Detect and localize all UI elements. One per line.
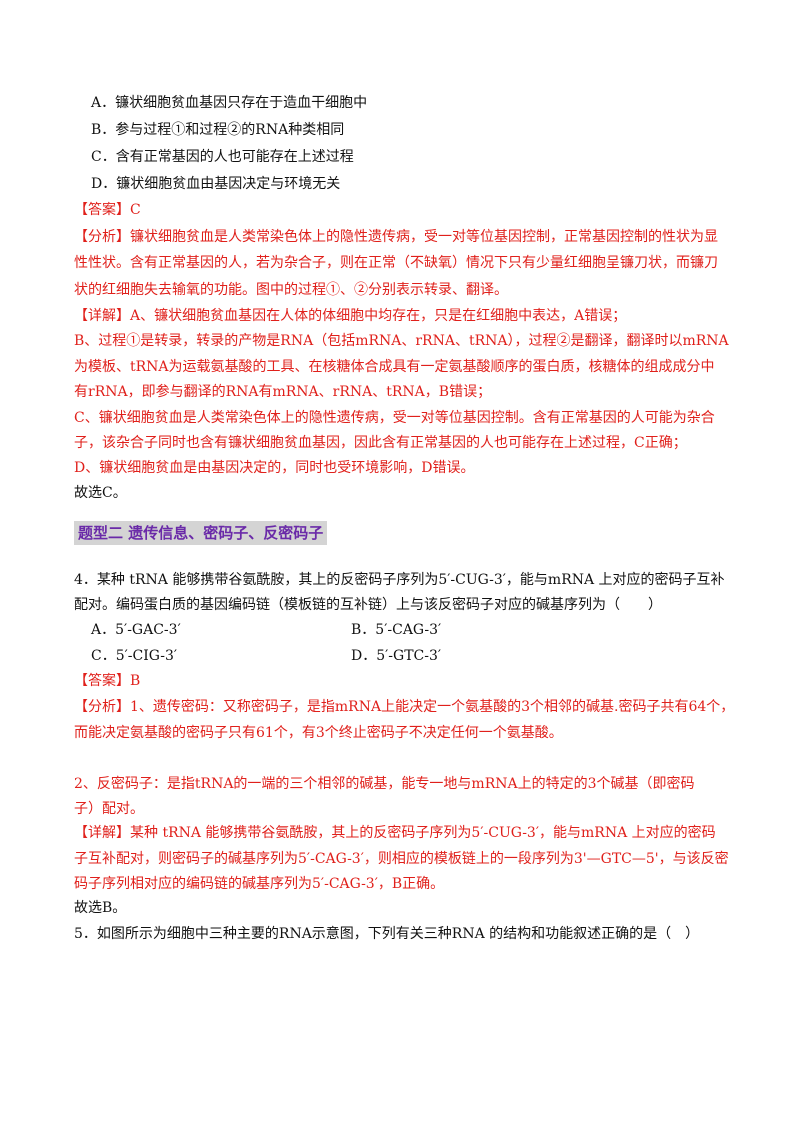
answer-tag: 【答案】 <box>74 673 130 689</box>
q3-detail-line-5: C、镰状细胞贫血是人类常染色体上的隐性遗传病，受一对等位基因控制。含有正常基因的… <box>74 410 715 426</box>
detail-tag: 【详解】 <box>74 825 130 841</box>
detail-text: A、镰状细胞贫血基因在人体的体细胞中均存在，只是在红细胞中表达，A错误； <box>130 308 627 324</box>
q4-answer: 【答案】B <box>74 671 140 691</box>
analysis-text: 1、遗传密码：又称密码子，是指mRNA上能决定一个氨基酸的3个相邻的碱基.密码子… <box>130 699 735 715</box>
q3-detail-line-6: 子，该杂合子同时也含有镰状细胞贫血基因，因此含有正常基因的人也可能存在上述过程，… <box>74 435 687 451</box>
q3-option-d: D．镰状细胞贫血由基因决定与环境无关 <box>91 176 341 192</box>
analysis-text: 镰状细胞贫血是人类常染色体上的隐性遗传病，受一对等位基因控制，正常基因控制的性状… <box>130 229 718 245</box>
q4-stem-line-2: 配对。编码蛋白质的基因编码链（模板链的互补链）上与该反密码子对应的碱基序列为（ … <box>74 597 662 613</box>
q3-detail-line-2: B、过程①是转录，转录的产物是RNA（包括mRNA、rRNA、tRNA），过程②… <box>74 333 729 349</box>
q3-option-b: B．参与过程①和过程②的RNA种类相同 <box>91 122 345 138</box>
q4-analysis-line-2: 而能决定氨基酸的密码子只有61个，有3个终止密码子不决定任何一个氨基酸。 <box>74 725 563 741</box>
q4-analysis-line-1: 【分析】1、遗传密码：又称密码子，是指mRNA上能决定一个氨基酸的3个相邻的碱基… <box>74 697 734 717</box>
q3-detail-line-1: 【详解】A、镰状细胞贫血基因在人体的体细胞中均存在，只是在红细胞中表达，A错误； <box>74 306 626 326</box>
q4-option-a: A．5′-GAC-3′ <box>91 622 181 638</box>
q4-detail-line-2: 子互补配对，则密码子的碱基序列为5′-CAG-3′，则相应的模板链上的一段序列为… <box>74 851 729 867</box>
q4-option-d: D．5′-GTC-3′ <box>351 648 442 664</box>
q4-analysis2-line-2: 子）配对。 <box>74 801 144 817</box>
q3-analysis-line-2: 性性状。含有正常基因的人，若为杂合子，则在正常（不缺氧）情况下只有少量红细胞呈镰… <box>74 255 718 271</box>
q4-option-c: C．5′-CIG-3′ <box>91 648 178 664</box>
q4-conclusion: 故选B。 <box>74 900 127 916</box>
section-heading: 题型二 遗传信息、密码子、反密码子 <box>74 521 328 545</box>
q3-detail-line-3: 为模板、tRNA为运载氨基酸的工具、在核糖体合成具有一定氨基酸顺序的蛋白质，核糖… <box>74 359 715 375</box>
analysis-tag: 【分析】 <box>74 699 130 715</box>
q3-option-a: A．镰状细胞贫血基因只存在于造血干细胞中 <box>91 95 368 111</box>
q3-analysis-line-3: 状的红细胞失去输氧的功能。图中的过程①、②分别表示转录、翻译。 <box>74 282 508 298</box>
q3-conclusion: 故选C。 <box>74 485 127 501</box>
detail-tag: 【详解】 <box>74 308 130 324</box>
q4-stem-line-1: 4．某种 tRNA 能够携带谷氨酰胺，其上的反密码子序列为5′-CUG-3′，能… <box>74 572 725 588</box>
q4-option-b: B．5′-CAG-3′ <box>351 622 442 638</box>
analysis-tag: 【分析】 <box>74 229 130 245</box>
q3-answer: 【答案】C <box>74 200 141 220</box>
answer-value: B <box>130 673 141 689</box>
detail-text: 某种 tRNA 能够携带谷氨酰胺，其上的反密码子序列为5′-CUG-3′，能与m… <box>130 825 716 841</box>
answer-value: C <box>130 202 141 218</box>
q5-stem: 5．如图所示为细胞中三种主要的RNA示意图，下列有关三种RNA 的结构和功能叙述… <box>74 926 700 942</box>
q3-analysis-line-1: 【分析】镰状细胞贫血是人类常染色体上的隐性遗传病，受一对等位基因控制，正常基因控… <box>74 227 718 247</box>
q4-detail-line-1: 【详解】某种 tRNA 能够携带谷氨酰胺，其上的反密码子序列为5′-CUG-3′… <box>74 823 716 843</box>
q4-analysis2-line-1: 2、反密码子：是指tRNA的一端的三个相邻的碱基，能专一地与mRNA上的特定的3… <box>74 776 695 792</box>
q4-detail-line-3: 码子序列相对应的编码链的碱基序列为5′-CAG-3′，B正确。 <box>74 876 445 892</box>
q3-detail-line-4: 有rRNA，即参与翻译的RNA有mRNA、rRNA、tRNA，B错误； <box>74 384 492 400</box>
q3-option-c: C．含有正常基因的人也可能存在上述过程 <box>91 149 354 165</box>
answer-tag: 【答案】 <box>74 202 130 218</box>
q3-detail-line-7: D、镰状细胞贫血是由基因决定的，同时也受环境影响，D错误。 <box>74 460 475 476</box>
